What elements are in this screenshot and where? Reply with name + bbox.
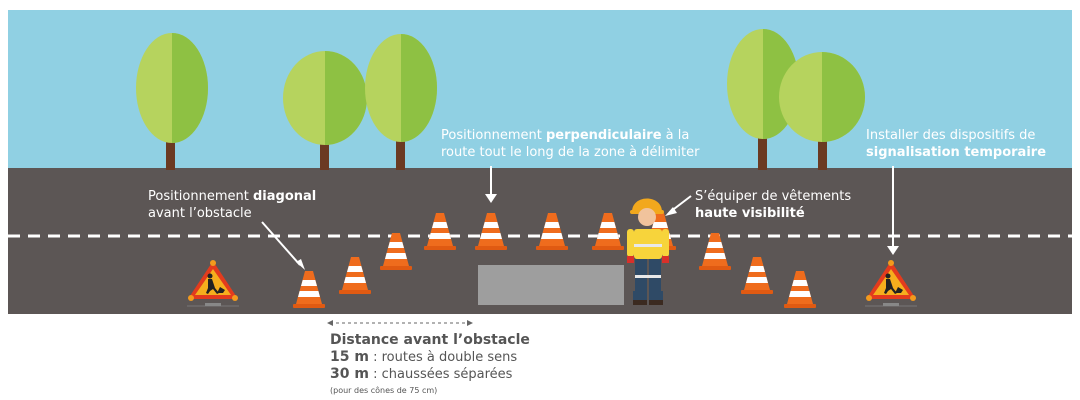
warning-sign-right bbox=[864, 259, 918, 307]
label-text: Positionnement bbox=[441, 128, 546, 143]
cone bbox=[592, 213, 624, 250]
tree-5 bbox=[779, 52, 865, 170]
label-vetements: S’équiper de vêtements haute visibilité bbox=[695, 188, 851, 222]
cone bbox=[741, 257, 773, 294]
caption-text: : routes à double sens bbox=[368, 350, 518, 365]
label-signalisation: Installer des dispositifs de signalisati… bbox=[866, 127, 1046, 161]
cone bbox=[339, 257, 371, 294]
cone bbox=[699, 233, 731, 270]
tree-3 bbox=[365, 34, 437, 170]
label-bold: perpendiculaire bbox=[545, 128, 662, 143]
cone bbox=[293, 271, 325, 308]
arrows bbox=[261, 166, 899, 270]
label-text: à la bbox=[661, 128, 690, 143]
label-diagonal: Positionnement diagonal avant l’obstacle bbox=[148, 188, 316, 222]
caption-value: 15 m bbox=[330, 349, 369, 365]
label-text: route tout le long de la zone à délimite… bbox=[441, 145, 700, 160]
cone bbox=[784, 271, 816, 308]
worker-figure bbox=[627, 198, 669, 305]
label-text: Installer des dispositifs de bbox=[866, 128, 1036, 143]
distance-arrow bbox=[327, 320, 473, 326]
cone bbox=[475, 213, 507, 250]
caption-value: 30 m bbox=[330, 366, 369, 382]
label-text: Positionnement bbox=[148, 189, 253, 204]
arrow-diagonal bbox=[261, 221, 301, 266]
label-text: avant l’obstacle bbox=[148, 206, 252, 221]
caption-title: Distance avant l’obstacle bbox=[330, 332, 530, 348]
distance-caption: Distance avant l’obstacle 15 m : routes … bbox=[330, 331, 530, 397]
label-bold: haute visibilité bbox=[695, 206, 805, 221]
label-bold: diagonal bbox=[252, 189, 317, 204]
caption-line-1: 15 m : routes à double sens bbox=[330, 349, 530, 366]
obstacle-zone bbox=[478, 265, 624, 305]
caption-line-2: 30 m : chaussées séparées bbox=[330, 366, 530, 383]
tree-1 bbox=[136, 33, 208, 170]
label-text: S’équiper de vêtements bbox=[695, 189, 852, 204]
cone bbox=[380, 233, 412, 270]
caption-text: : chaussées séparées bbox=[368, 367, 513, 382]
cone bbox=[424, 213, 456, 250]
caption-note: (pour des cônes de 75 cm) bbox=[330, 386, 438, 395]
label-perpendiculaire: Positionnement perpendiculaire à la rout… bbox=[441, 127, 699, 161]
tree-2 bbox=[283, 51, 367, 170]
warning-sign-left bbox=[186, 259, 240, 307]
cone bbox=[536, 213, 568, 250]
label-bold: signalisation temporaire bbox=[866, 145, 1047, 160]
